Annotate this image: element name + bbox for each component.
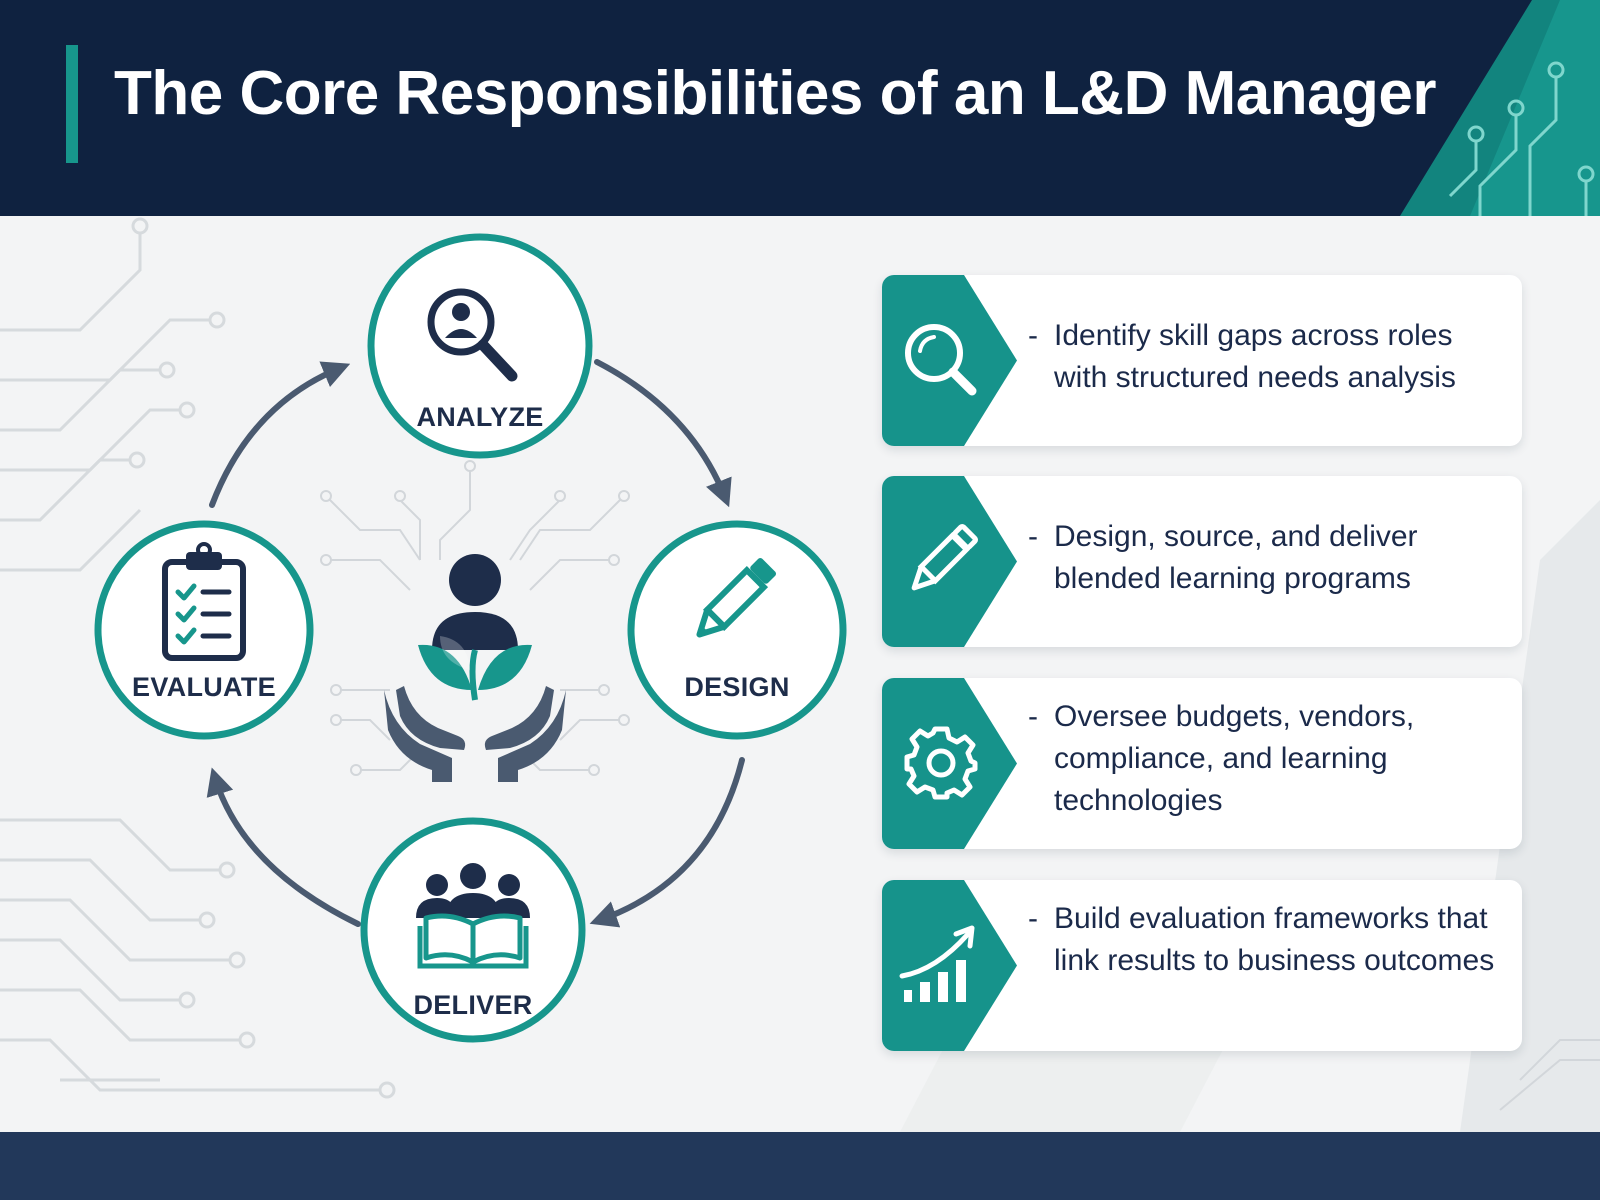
arrow-design-to-deliver [589, 757, 745, 928]
card-description: Design, source, and deliver blended lear… [1054, 520, 1418, 595]
magnifier-icon [905, 324, 977, 396]
card-text: - Design, source, and deliver blended le… [1028, 516, 1502, 600]
footer-bar [0, 1132, 1600, 1200]
header-accent-bar [66, 45, 78, 163]
gear-icon [904, 726, 978, 800]
growth-chart-icon [899, 925, 975, 1002]
node-label-design: DESIGN [684, 672, 790, 702]
responsibility-card-evaluation: - Build evaluation frameworks that link … [882, 880, 1522, 1051]
card-text: - Build evaluation frameworks that link … [1028, 898, 1502, 982]
arrow-analyze-to-design [594, 359, 732, 508]
card-description: Oversee budgets, vendors, compliance, an… [1054, 700, 1415, 817]
node-label-deliver: DELIVER [413, 990, 533, 1020]
group-book-icon [416, 863, 530, 969]
pencil-icon [911, 523, 979, 591]
card-description: Build evaluation frameworks that link re… [1054, 902, 1495, 977]
page-title: The Core Responsibilities of an L&D Mana… [114, 59, 1437, 128]
clipboard-checklist-icon [162, 542, 246, 661]
node-design-circle [627, 520, 847, 740]
responsibility-card-design: - Design, source, and deliver blended le… [882, 476, 1522, 647]
card-text: - Oversee budgets, vendors, compliance, … [1028, 696, 1502, 822]
card-bullet-dash: - [1028, 520, 1038, 553]
arrow-deliver-to-evaluate [206, 767, 361, 927]
card-description: Identify skill gaps across roles with st… [1054, 319, 1456, 394]
card-text: - Identify skill gaps across roles with … [1028, 315, 1502, 399]
pencil-icon [696, 557, 777, 638]
node-evaluate-circle [94, 520, 314, 740]
node-label-analyze: ANALYZE [416, 402, 544, 432]
responsibility-card-operations: - Oversee budgets, vendors, compliance, … [882, 678, 1522, 849]
header-banner: The Core Responsibilities of an L&D Mana… [0, 0, 1600, 216]
responsibility-card-analysis: - Identify skill gaps across roles with … [882, 275, 1522, 446]
lifecycle-diagram [94, 233, 847, 1043]
card-bullet-dash: - [1028, 902, 1038, 935]
card-bullet-dash: - [1028, 700, 1038, 733]
arrow-evaluate-to-analyze [209, 361, 351, 508]
card-bullet-dash: - [1028, 319, 1038, 352]
person-growth-hands-icon [384, 554, 566, 782]
user-search-icon [427, 288, 518, 382]
header-circuit-decoration [1400, 0, 1600, 216]
node-label-evaluate: EVALUATE [132, 672, 276, 702]
